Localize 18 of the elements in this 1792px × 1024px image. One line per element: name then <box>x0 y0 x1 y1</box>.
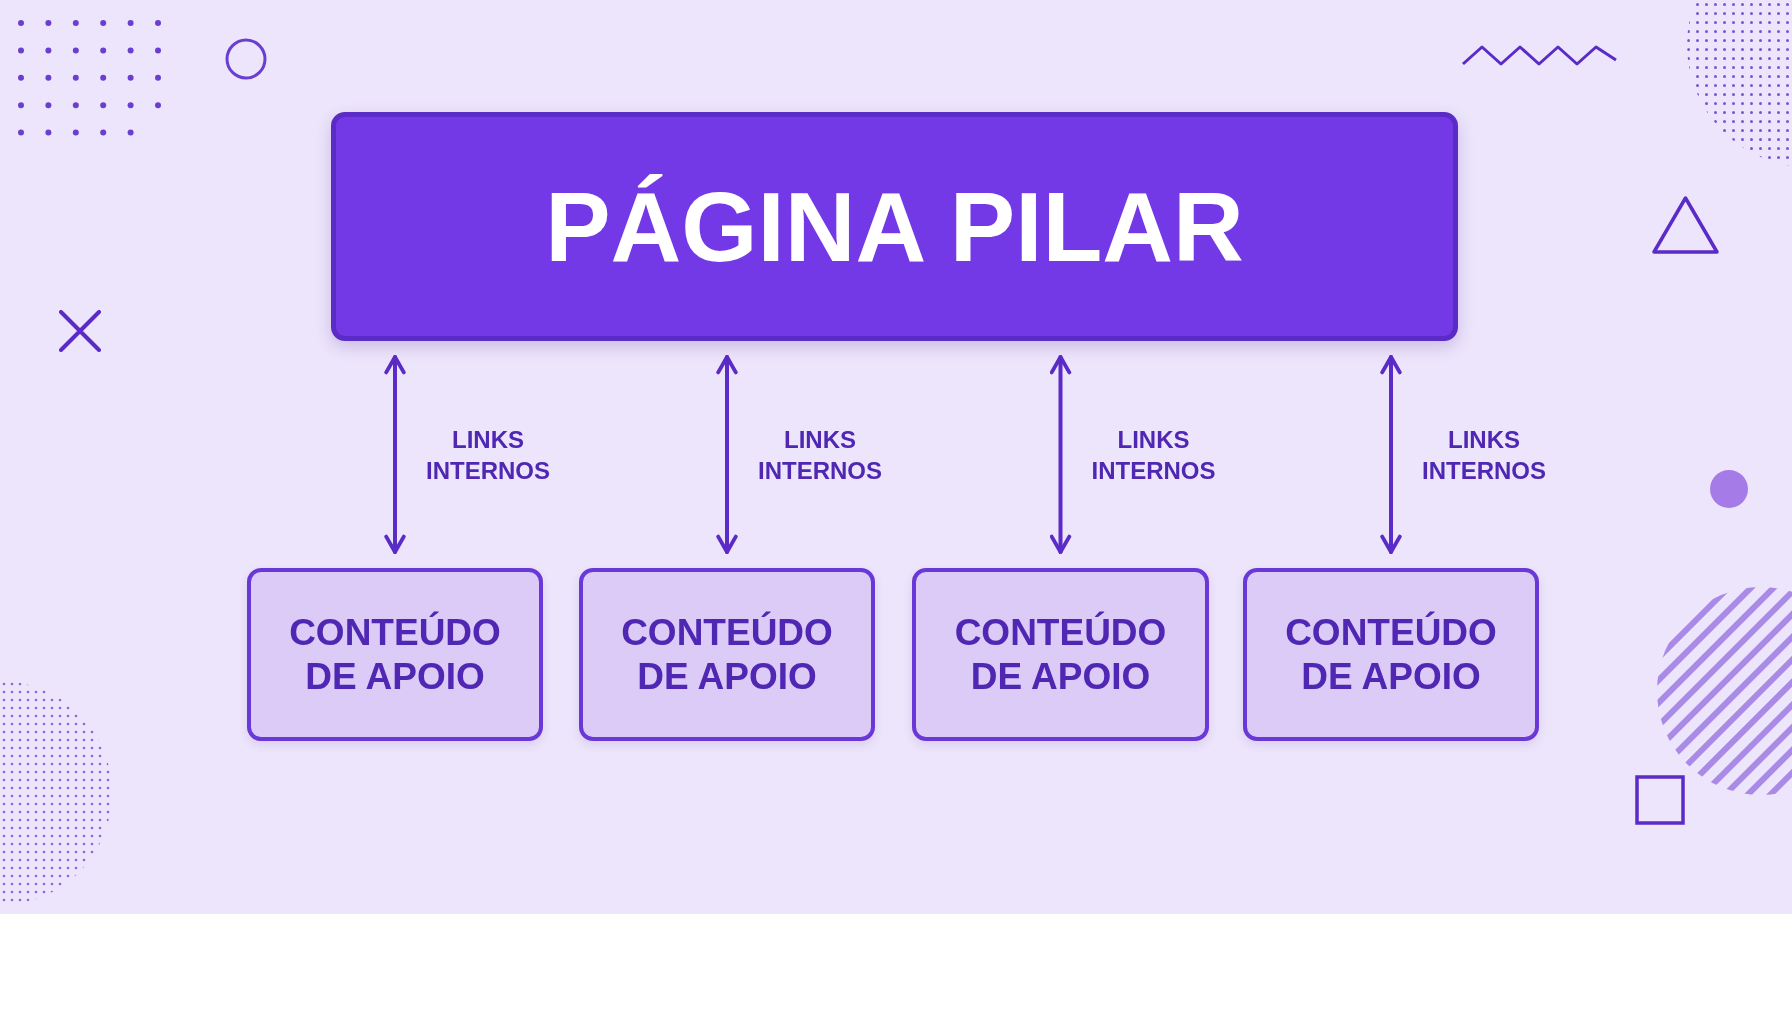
double-arrow <box>1380 355 1402 554</box>
process-box <box>247 568 543 741</box>
process-box <box>912 568 1209 741</box>
edge-label: LINKS INTERNOS <box>1090 424 1217 486</box>
double-arrow <box>384 355 406 554</box>
node-title: CONTEÚDO DE APOIO <box>953 610 1168 699</box>
node-title: PÁGINA PILAR <box>545 170 1244 283</box>
double-arrow <box>1049 355 1072 554</box>
edge-label: LINKS INTERNOS <box>425 424 551 486</box>
node-title: CONTEÚDO DE APOIO <box>620 610 834 699</box>
edge-label: LINKS INTERNOS <box>1421 424 1547 486</box>
node-title: CONTEÚDO DE APOIO <box>288 610 502 699</box>
process-box <box>579 568 875 741</box>
double-arrow <box>716 355 738 554</box>
process-box <box>331 112 1458 341</box>
node-title: CONTEÚDO DE APOIO <box>1284 610 1498 699</box>
edge-label: LINKS INTERNOS <box>757 424 883 486</box>
process-box <box>1243 568 1539 741</box>
